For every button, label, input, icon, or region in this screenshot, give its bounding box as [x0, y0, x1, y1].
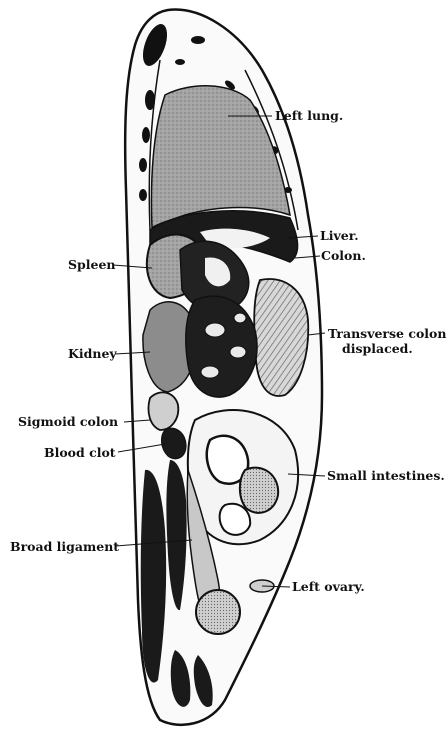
femur-head [196, 590, 240, 634]
label-left-lung: Left lung. [275, 108, 343, 123]
label-kidney: Kidney [68, 346, 117, 361]
label-liver: Liver. [320, 228, 359, 243]
label-sigmoid-colon: Sigmoid colon [18, 414, 118, 429]
label-broad-ligament: Broad ligament [10, 539, 119, 554]
sigmoid-colon [148, 392, 178, 430]
label-transverse-colon-line2: displaced. [342, 341, 413, 356]
label-colon: Colon. [321, 248, 366, 263]
label-transverse-colon-line1: Transverse colon [328, 326, 446, 341]
small-intestine-loop-c [220, 504, 251, 535]
label-left-ovary: Left ovary. [292, 579, 365, 594]
small-intestine-loop-b [240, 468, 278, 513]
label-spleen: Spleen [68, 257, 116, 272]
label-small-intestines: Small intestines. [327, 468, 445, 483]
label-blood-clot: Blood clot [44, 445, 116, 460]
